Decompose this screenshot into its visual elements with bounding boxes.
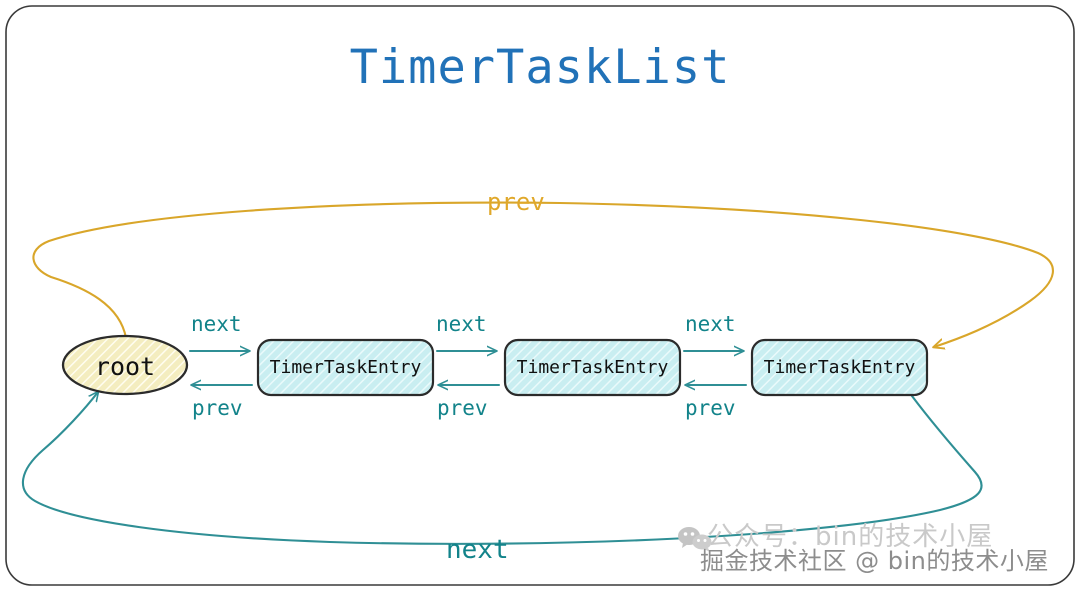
- node-root-label: root: [94, 352, 156, 381]
- edge-label-next-3: next: [685, 312, 736, 336]
- node-root: [61, 334, 189, 396]
- node-entry-1-label: TimerTaskEntry: [269, 357, 422, 378]
- node-entry-3-label: TimerTaskEntry: [763, 357, 916, 378]
- watermark-back: 公众号：bin的技术小屋: [707, 522, 994, 552]
- page-title: TimerTaskList: [349, 40, 731, 95]
- node-entry-2-label: TimerTaskEntry: [516, 357, 669, 378]
- edge-label-outer-prev: prev: [487, 188, 545, 216]
- node-entry-2: [503, 338, 682, 397]
- edge-outer-next: [21, 392, 983, 545]
- watermark-front: 掘金技术社区 @ bin的技术小屋: [700, 547, 1049, 575]
- edge-label-next-2: next: [436, 312, 487, 336]
- edge-label-next-1: next: [191, 312, 242, 336]
- edge-label-prev-3: prev: [685, 396, 736, 420]
- node-entry-3: [750, 338, 929, 397]
- frame-border: [5, 5, 1075, 586]
- wechat-icon: [678, 527, 712, 552]
- node-entry-1: [256, 338, 435, 397]
- edge-label-prev-1: prev: [192, 396, 243, 420]
- edge-outer-prev: [32, 201, 1054, 347]
- edge-label-outer-next: next: [446, 535, 509, 565]
- edge-label-prev-2: prev: [437, 396, 488, 420]
